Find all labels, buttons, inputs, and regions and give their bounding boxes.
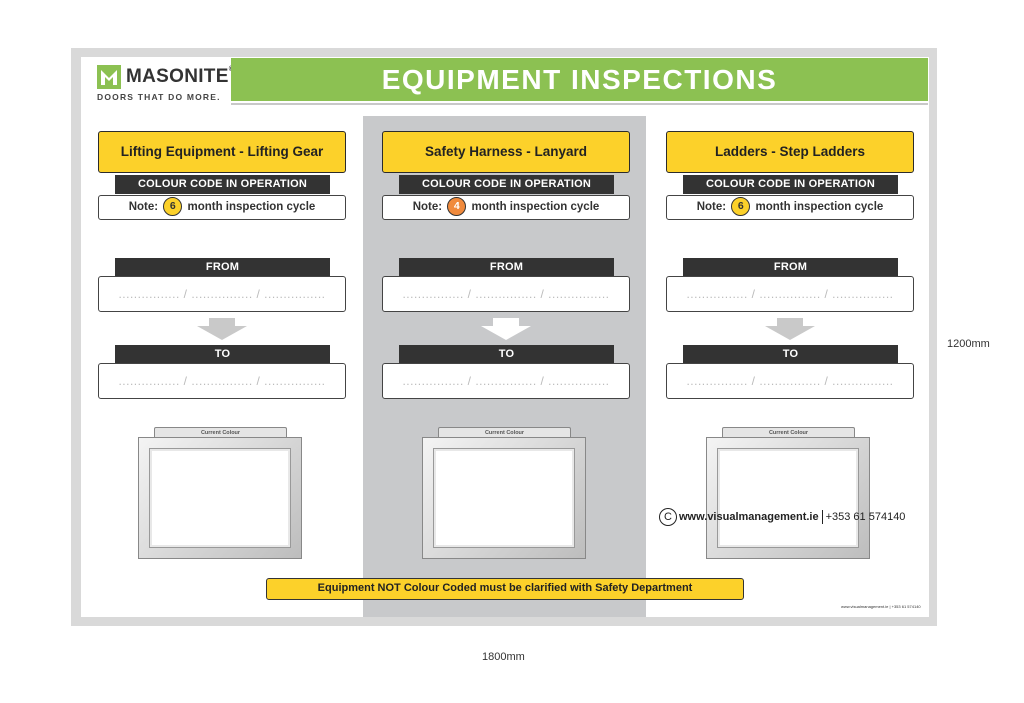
- cycle-months-badge: 4: [447, 197, 467, 217]
- colour-card-slot: [717, 448, 859, 548]
- column-title: Ladders - Step Ladders: [666, 131, 914, 173]
- current-colour-tab: Current Colour: [154, 427, 287, 438]
- note-prefix: Note:: [128, 201, 159, 213]
- from-date-field: ................ / ................ / ..…: [382, 276, 630, 312]
- masonite-logo: MASONITE® DOORS THAT DO MORE.: [97, 63, 234, 103]
- note-prefix: Note:: [696, 201, 727, 213]
- to-date-field: ................ / ................ / ..…: [382, 363, 630, 399]
- note-prefix: Note:: [412, 201, 443, 213]
- to-date-field: ................ / ................ / ..…: [666, 363, 914, 399]
- current-colour-tab: Current Colour: [438, 427, 571, 438]
- from-label: FROM: [399, 258, 614, 277]
- current-colour-tab: Current Colour: [722, 427, 855, 438]
- brand-name: MASONITE®: [126, 66, 234, 87]
- current-colour-holder: [706, 437, 870, 559]
- note-suffix: month inspection cycle: [755, 201, 884, 213]
- column-title: Safety Harness - Lanyard: [382, 131, 630, 173]
- down-arrow-icon: [481, 318, 531, 340]
- masonite-m-icon: [97, 65, 121, 89]
- credit-small-print: www.visualmanagement.ie | +353 61 574140: [841, 604, 921, 609]
- note-suffix: month inspection cycle: [187, 201, 316, 213]
- credit-website: www.visualmanagement.ie: [679, 510, 819, 523]
- current-colour-holder: [138, 437, 302, 559]
- colour-code-label: COLOUR CODE IN OPERATION: [683, 175, 898, 194]
- colour-card-slot: [433, 448, 575, 548]
- inspection-note: Note: 6 month inspection cycle: [666, 195, 914, 220]
- cycle-months-badge: 6: [731, 197, 751, 217]
- to-label: TO: [683, 345, 898, 364]
- footer-warning-note: Equipment NOT Colour Coded must be clari…: [266, 578, 744, 600]
- copyright-icon: C: [659, 508, 677, 526]
- height-dimension-label: 1200mm: [947, 338, 990, 350]
- width-dimension-label: 1800mm: [482, 651, 525, 663]
- title-divider: [231, 103, 928, 105]
- credit-separator: [821, 510, 823, 524]
- down-arrow-icon: [765, 318, 815, 340]
- brand-tagline: DOORS THAT DO MORE.: [97, 92, 221, 102]
- cycle-months-badge: 6: [163, 197, 183, 217]
- note-suffix: month inspection cycle: [471, 201, 600, 213]
- column-title: Lifting Equipment - Lifting Gear: [98, 131, 346, 173]
- current-colour-holder: [422, 437, 586, 559]
- to-label: TO: [399, 345, 614, 364]
- inspection-note: Note: 6 month inspection cycle: [98, 195, 346, 220]
- credit-phone: +353 61 574140: [825, 510, 906, 523]
- to-date-field: ................ / ................ / ..…: [98, 363, 346, 399]
- colour-code-label: COLOUR CODE IN OPERATION: [399, 175, 614, 194]
- colour-code-label: COLOUR CODE IN OPERATION: [115, 175, 330, 194]
- page-title: EQUIPMENT INSPECTIONS: [231, 58, 928, 101]
- down-arrow-icon: [197, 318, 247, 340]
- from-label: FROM: [115, 258, 330, 277]
- from-label: FROM: [683, 258, 898, 277]
- to-label: TO: [115, 345, 330, 364]
- from-date-field: ................ / ................ / ..…: [98, 276, 346, 312]
- inspection-note: Note: 4 month inspection cycle: [382, 195, 630, 220]
- colour-card-slot: [149, 448, 291, 548]
- from-date-field: ................ / ................ / ..…: [666, 276, 914, 312]
